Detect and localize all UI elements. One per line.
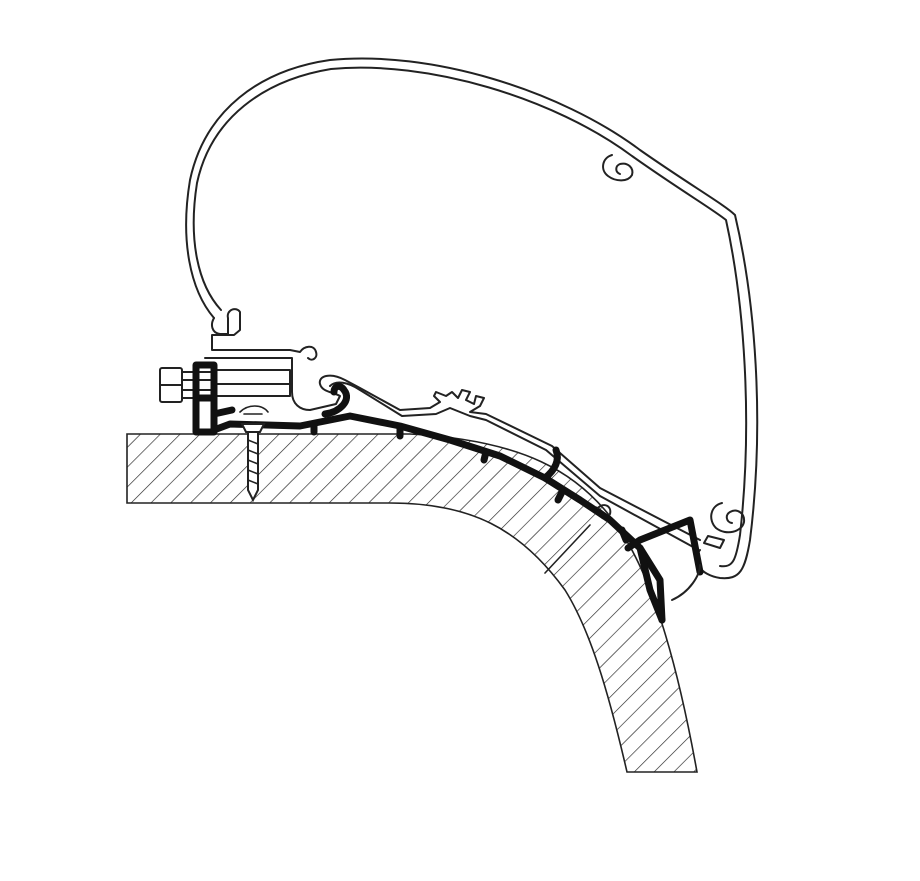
- mounting-bracket: [204, 308, 701, 549]
- screw: [240, 423, 266, 503]
- roof-wall-section: [126, 433, 698, 773]
- section-break-line: [544, 524, 591, 574]
- adapter-rail: [192, 361, 704, 624]
- awning-case: [185, 57, 759, 580]
